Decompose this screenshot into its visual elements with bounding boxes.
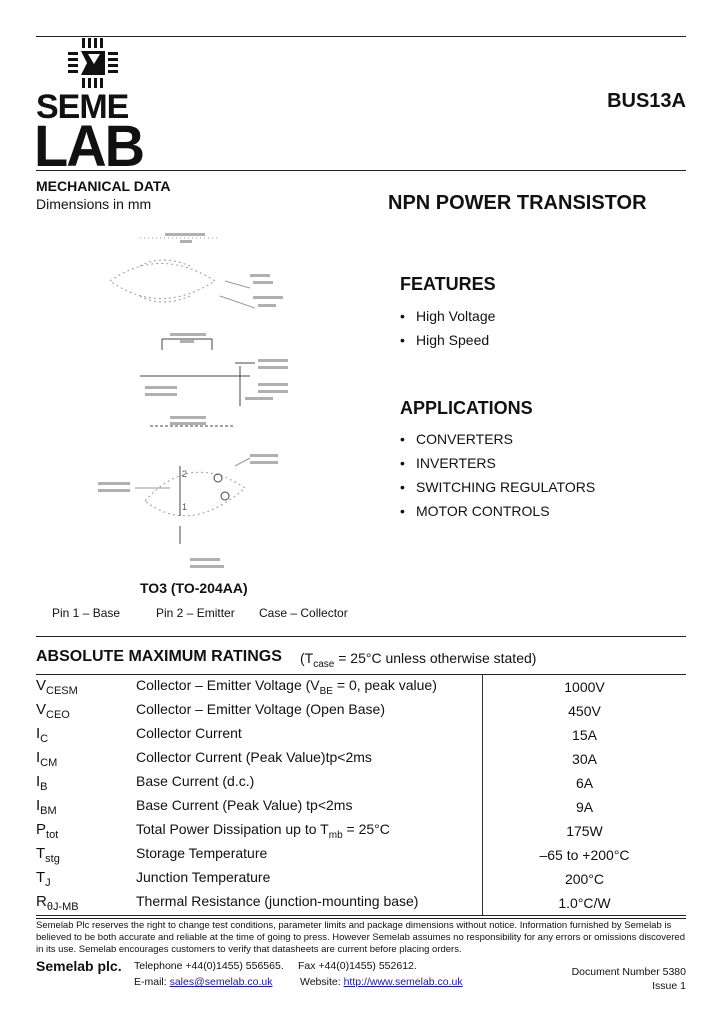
bullet-icon: • bbox=[400, 431, 405, 447]
symbol-cell: IBM bbox=[36, 797, 57, 817]
description-cell: Collector Current (Peak Value)tp<2ms bbox=[136, 749, 372, 766]
list-item: •CONVERTERS bbox=[400, 427, 595, 451]
value-cell: 6A bbox=[482, 771, 686, 795]
email-line: E-mail: sales@semelab.co.uk bbox=[134, 976, 273, 988]
value-cell: 9A bbox=[482, 795, 686, 819]
symbol-cell: ICM bbox=[36, 749, 58, 769]
footer-rule bbox=[36, 918, 686, 919]
value-cell: –65 to +200°C bbox=[482, 843, 686, 867]
issue-number: Issue 1 bbox=[652, 980, 686, 992]
mechanical-data-title: MECHANICAL DATA bbox=[36, 178, 171, 194]
package-name: TO3 (TO-204AA) bbox=[140, 580, 248, 596]
symbol-cell: Ptot bbox=[36, 821, 59, 841]
ratings-top-rule bbox=[36, 636, 686, 637]
applications-list: •CONVERTERS •INVERTERS •SWITCHING REGULA… bbox=[400, 427, 595, 523]
website-link[interactable]: http://www.semelab.co.uk bbox=[343, 976, 463, 988]
fax: Fax +44(0)1455) 552612. bbox=[298, 960, 417, 972]
case-label: Case – Collector bbox=[259, 606, 348, 620]
description-cell: Base Current (Peak Value) tp<2ms bbox=[136, 797, 353, 814]
pin-2-marker: 2 bbox=[182, 469, 187, 479]
description-cell: Junction Temperature bbox=[136, 869, 271, 886]
semelab-logo-mark bbox=[68, 38, 118, 88]
mechanical-data-subtitle: Dimensions in mm bbox=[36, 196, 152, 212]
description-cell: Collector – Emitter Voltage (Open Base) bbox=[136, 701, 386, 718]
table-row: VCEO Collector – Emitter Voltage (Open Ba… bbox=[36, 699, 686, 723]
table-row: IC Collector Current 15A bbox=[36, 723, 686, 747]
description-cell: Total Power Dissipation up to Tmb = 25°C bbox=[136, 821, 390, 841]
table-row: Tstg Storage Temperature –65 to +200°C bbox=[36, 843, 686, 867]
bullet-icon: • bbox=[400, 308, 405, 324]
list-item: •SWITCHING REGULATORS bbox=[400, 475, 595, 499]
pin-1-marker: 1 bbox=[182, 502, 187, 512]
email-link[interactable]: sales@semelab.co.uk bbox=[169, 976, 273, 988]
description-cell: Collector – Emitter Voltage (VBE = 0, pe… bbox=[136, 674, 483, 699]
symbol-cell: VCEO bbox=[36, 701, 70, 721]
table-row: TJ Junction Temperature 200°C bbox=[36, 867, 686, 891]
value-cell: 200°C bbox=[482, 867, 686, 891]
bullet-icon: • bbox=[400, 503, 405, 519]
value-cell: 30A bbox=[482, 747, 686, 771]
product-title: NPN POWER TRANSISTOR bbox=[388, 192, 647, 214]
description-cell: Thermal Resistance (junction-mounting ba… bbox=[136, 891, 483, 916]
to3-package-drawing: 2 1 bbox=[98, 233, 288, 568]
symbol-cell: IB bbox=[36, 773, 48, 793]
header-rule bbox=[36, 170, 686, 171]
top-rule bbox=[36, 36, 686, 37]
table-row: IB Base Current (d.c.) 6A bbox=[36, 771, 686, 795]
features-title: FEATURES bbox=[400, 274, 496, 294]
package-bottom-outline bbox=[144, 471, 246, 517]
table-row: ICM Collector Current (Peak Value)tp<2ms 3… bbox=[36, 747, 686, 771]
logo-text-seme: SEME bbox=[36, 88, 129, 126]
list-item: •MOTOR CONTROLS bbox=[400, 499, 595, 523]
description-cell: Base Current (d.c.) bbox=[136, 773, 255, 790]
ratings-condition: (Tcase = 25°C unless otherwise stated) bbox=[300, 650, 537, 670]
logo-text-lab: LAB bbox=[34, 112, 145, 179]
value-cell: 1000V bbox=[482, 674, 686, 699]
features-list: •High Voltage •High Speed bbox=[400, 304, 495, 352]
table-row: IBM Base Current (Peak Value) tp<2ms 9A bbox=[36, 795, 686, 819]
description-cell: Collector Current bbox=[136, 725, 242, 742]
description-cell: Storage Temperature bbox=[136, 845, 268, 862]
table-row: Ptot Total Power Dissipation up to Tmb = … bbox=[36, 819, 686, 843]
bullet-icon: • bbox=[400, 455, 405, 471]
value-cell: 15A bbox=[482, 723, 686, 747]
pin-2-label: Pin 2 – Emitter bbox=[156, 606, 235, 620]
disclaimer: Semelab Plc reserves the right to change… bbox=[36, 920, 685, 955]
symbol-cell: TJ bbox=[36, 869, 51, 889]
bullet-icon: • bbox=[400, 479, 405, 495]
part-number: BUS13A bbox=[607, 90, 686, 112]
telephone: Telephone +44(0)1455) 556565. bbox=[134, 960, 284, 972]
value-cell: 450V bbox=[482, 699, 686, 723]
ratings-title: ABSOLUTE MAXIMUM RATINGS bbox=[36, 648, 282, 665]
list-item: •INVERTERS bbox=[400, 451, 595, 475]
bullet-icon: • bbox=[400, 332, 405, 348]
document-number: Document Number 5380 bbox=[571, 966, 686, 978]
list-item: •High Voltage bbox=[400, 304, 495, 328]
symbol-cell: Tstg bbox=[36, 845, 60, 865]
package-top-outline bbox=[109, 263, 216, 299]
website-line: Website: http://www.semelab.co.uk bbox=[300, 976, 463, 988]
applications-title: APPLICATIONS bbox=[400, 398, 533, 418]
pin-1-label: Pin 1 – Base bbox=[52, 606, 121, 620]
symbol-cell: RθJ-MB bbox=[36, 891, 136, 916]
value-cell: 175W bbox=[482, 819, 686, 843]
symbol-cell: VCESM bbox=[36, 674, 136, 699]
semelab-logo: SEME LAB bbox=[34, 38, 158, 175]
value-cell: 1.0°C/W bbox=[482, 891, 686, 916]
company-name: Semelab plc. bbox=[36, 958, 122, 974]
symbol-cell: IC bbox=[36, 725, 49, 745]
list-item: •High Speed bbox=[400, 328, 495, 352]
